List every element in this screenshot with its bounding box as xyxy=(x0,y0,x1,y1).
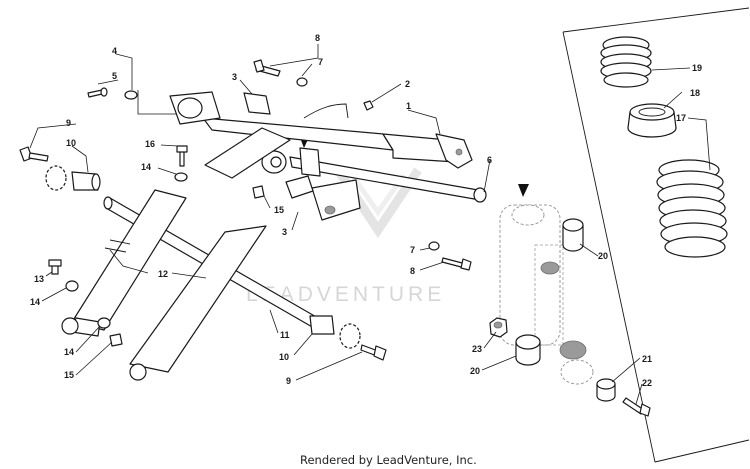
bushing-10-right xyxy=(309,315,361,349)
bolt-8-upper xyxy=(253,59,281,77)
bushing-21 xyxy=(596,378,616,402)
watermark-text: LEADVENTURE xyxy=(246,283,445,306)
bushing-20-upper xyxy=(562,218,584,252)
callout-21: 21 xyxy=(642,354,652,364)
callout-8-upper: 8 xyxy=(315,33,320,43)
nut-15-lower xyxy=(109,333,123,347)
nut-23 xyxy=(489,317,508,338)
callout-10-left: 10 xyxy=(66,138,76,148)
shock-group-frame xyxy=(562,7,750,463)
footer-credit: Rendered by LeadVenture, Inc. xyxy=(300,453,477,467)
washer-14-left xyxy=(65,280,79,292)
spring-17 xyxy=(656,159,728,258)
callout-9-right: 9 xyxy=(286,376,291,386)
callout-20-upper: 20 xyxy=(598,251,608,261)
leader-lines xyxy=(29,44,711,405)
callout-8-lower: 8 xyxy=(410,266,415,276)
reference-arrow-icon xyxy=(518,184,529,197)
callout-15-lower: 15 xyxy=(64,370,74,380)
callout-14-upper: 14 xyxy=(141,162,151,172)
callout-17: 17 xyxy=(676,113,686,123)
callout-11: 11 xyxy=(280,330,290,340)
bumper-3-lower xyxy=(285,175,314,199)
bolt-8-lower xyxy=(441,257,472,271)
bolt-13 xyxy=(48,259,62,275)
callout-20-lower: 20 xyxy=(470,366,480,376)
callout-19: 19 xyxy=(692,63,702,73)
callout-10-right: 10 xyxy=(279,352,289,362)
rivet-5 xyxy=(87,87,108,98)
callout-22: 22 xyxy=(642,378,652,388)
callout-15-upper: 15 xyxy=(274,205,284,215)
lower-bracket xyxy=(311,179,361,221)
bolt-22 xyxy=(622,397,651,417)
diagonal-arm xyxy=(169,91,291,179)
rail-arm-12-left xyxy=(61,189,187,337)
callout-18: 18 xyxy=(690,88,700,98)
cross-shaft-6 xyxy=(261,147,487,203)
callout-14-lower: 14 xyxy=(64,347,74,357)
swing-arm-1 xyxy=(202,117,473,169)
plug-2 xyxy=(363,100,374,111)
callout-7-lower: 7 xyxy=(410,245,415,255)
bumper-3-upper xyxy=(243,92,271,115)
callout-13: 13 xyxy=(34,274,44,284)
washer-7-upper xyxy=(296,77,308,87)
nut-15-upper xyxy=(252,185,265,199)
callout-3-lower: 3 xyxy=(282,227,287,237)
callout-3-upper: 3 xyxy=(232,72,237,82)
bushing-20-lower xyxy=(515,334,541,366)
callout-9-left: 9 xyxy=(66,118,71,128)
callout-12: 12 xyxy=(158,269,168,279)
callout-2: 2 xyxy=(405,79,410,89)
callout-4: 4 xyxy=(112,46,117,56)
callout-16: 16 xyxy=(145,139,155,149)
spring-19 xyxy=(600,36,652,88)
callout-5: 5 xyxy=(112,71,117,81)
washer-7-lower xyxy=(428,241,440,251)
washer-14-mid xyxy=(97,317,111,329)
callout-6: 6 xyxy=(487,155,492,165)
washer-4 xyxy=(124,90,138,100)
washer-14-upper xyxy=(174,172,188,182)
stop-rod xyxy=(303,103,349,119)
shock-absorber xyxy=(499,204,594,385)
spring-retainer-18 xyxy=(627,103,677,138)
callout-1: 1 xyxy=(406,101,411,111)
bolt-9-right xyxy=(360,344,387,361)
callout-14-left: 14 xyxy=(30,297,40,307)
bolt-16 xyxy=(176,145,188,167)
callout-23: 23 xyxy=(472,344,482,354)
callout-7-upper: 7 xyxy=(318,57,323,67)
bolt-9-left xyxy=(19,146,49,162)
rail-arm-12-right xyxy=(129,225,267,381)
bushing-10-left xyxy=(45,165,101,191)
